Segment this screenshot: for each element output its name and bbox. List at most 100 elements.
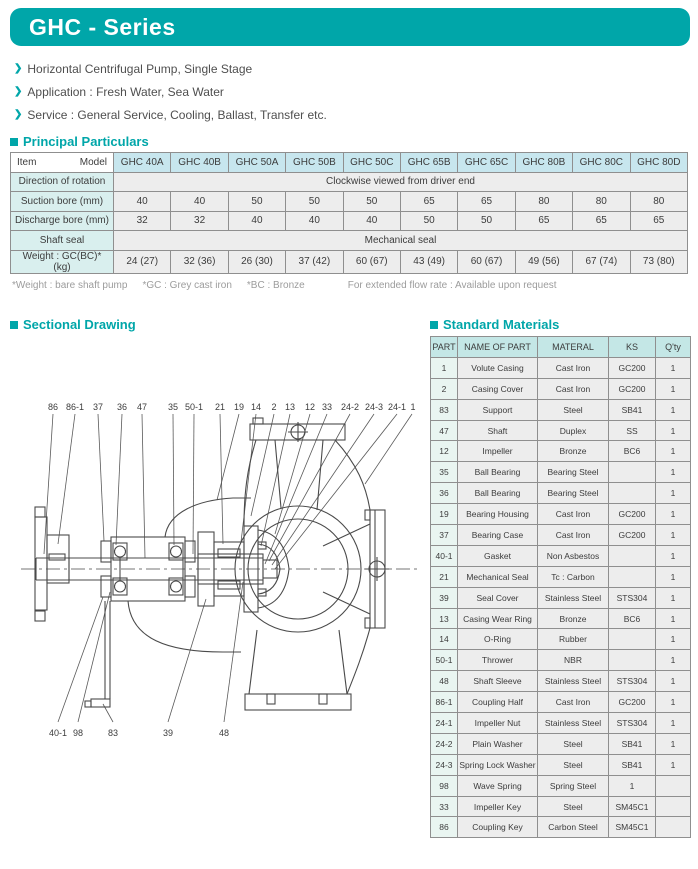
- part-label: 48: [219, 728, 229, 738]
- materials-cell: 1: [655, 503, 691, 526]
- part-number-cell: 24-3: [430, 753, 458, 776]
- part-number-cell: 86: [430, 816, 458, 839]
- value-cell: 40: [342, 210, 401, 231]
- materials-cell: Carbon Steel: [537, 816, 609, 839]
- part-label: 35: [168, 402, 178, 412]
- value-cell: 65: [572, 210, 631, 231]
- part-number-cell: 83: [430, 398, 458, 421]
- section-title: Principal Particulars: [23, 134, 149, 149]
- materials-cell: BC6: [608, 440, 656, 463]
- materials-cell: Shaft Sleeve: [457, 670, 538, 693]
- materials-cell: Cast Iron: [537, 377, 609, 400]
- materials-cell: Ball Bearing: [457, 461, 538, 484]
- part-number-cell: 13: [430, 607, 458, 630]
- materials-cell: SB41: [608, 753, 656, 776]
- materials-cell: 1: [655, 565, 691, 588]
- materials-cell: Coupling Half: [457, 691, 538, 714]
- materials-cell: GC200: [608, 503, 656, 526]
- model-header-cell: GHC 80B: [514, 152, 574, 173]
- section-heading-principal: Principal Particulars: [10, 134, 149, 149]
- value-cell: 37 (42): [285, 249, 344, 274]
- materials-cell: Casing Cover: [457, 377, 538, 400]
- materials-cell: Seal Cover: [457, 586, 538, 609]
- part-number-cell: 33: [430, 795, 458, 818]
- materials-column-header: MATERAL: [537, 336, 609, 358]
- value-cell: 26 (30): [227, 249, 287, 274]
- part-number-cell: 47: [430, 419, 458, 442]
- part-label: 86: [48, 402, 58, 412]
- materials-cell: Spring Lock Washer: [457, 753, 538, 776]
- materials-cell: Stainless Steel: [537, 670, 609, 693]
- materials-cell: BC6: [608, 607, 656, 630]
- value-cell: 50: [399, 210, 459, 231]
- materials-cell: Impeller Key: [457, 795, 538, 818]
- part-label: 39: [163, 728, 173, 738]
- model-header-cell: GHC 50A: [227, 152, 287, 173]
- row-label-cell: Shaft seal: [10, 230, 114, 251]
- sectional-drawing: 86 86-1 37 36 47 35 50-1 21 19 14 2 13 1…: [13, 394, 427, 771]
- chevron-right-icon: ❯: [14, 108, 23, 120]
- materials-cell: 1: [655, 356, 691, 379]
- value-cell: 40: [112, 191, 172, 212]
- part-label: 1: [410, 402, 415, 412]
- part-label: 36: [117, 402, 127, 412]
- part-label: 37: [93, 402, 103, 412]
- model-header-cell: GHC 65B: [399, 152, 459, 173]
- materials-cell: [608, 565, 656, 588]
- materials-cell: [608, 649, 656, 672]
- part-label: 98: [73, 728, 83, 738]
- value-cell: 50: [457, 210, 516, 231]
- value-cell: 80: [572, 191, 631, 212]
- materials-cell: [608, 628, 656, 651]
- materials-cell: Cast Iron: [537, 503, 609, 526]
- materials-cell: Ball Bearing: [457, 482, 538, 505]
- intro-bullets: ❯ Horizontal Centrifugal Pump, Single Sta…: [14, 57, 327, 126]
- materials-cell: 1: [655, 732, 691, 755]
- row-label-cell: Direction of rotation: [10, 171, 114, 192]
- value-cell: 80: [629, 191, 689, 212]
- corner-model-label: Model: [79, 156, 107, 168]
- value-cell: 40: [285, 210, 344, 231]
- materials-cell: 1: [655, 586, 691, 609]
- value-cell: 67 (74): [572, 249, 631, 274]
- materials-cell: Shaft: [457, 419, 538, 442]
- materials-cell: Cast Iron: [537, 691, 609, 714]
- part-label: 33: [322, 402, 332, 412]
- part-number-cell: 40-1: [430, 544, 458, 567]
- part-number-cell: 98: [430, 774, 458, 797]
- value-cell: 73 (80): [629, 249, 689, 274]
- footnote-text: *BC : Bronze: [246, 280, 305, 291]
- materials-column-header: Q'ty: [655, 336, 691, 358]
- value-cell: 60 (67): [342, 249, 401, 274]
- section-title: Sectional Drawing: [23, 317, 136, 332]
- section-heading-materials: Standard Materials: [430, 317, 559, 332]
- footnote-text: *Weight : bare shaft pump: [12, 280, 128, 291]
- materials-cell: Bearing Steel: [537, 461, 609, 484]
- model-header-cell: GHC 80C: [572, 152, 631, 173]
- part-number-cell: 19: [430, 503, 458, 526]
- part-number-cell: 39: [430, 586, 458, 609]
- materials-cell: Steel: [537, 398, 609, 421]
- part-label: 14: [251, 402, 261, 412]
- row-label-cell: Discharge bore (mm): [10, 210, 114, 231]
- part-number-cell: 86-1: [430, 691, 458, 714]
- row-label-cell: Suction bore (mm): [10, 191, 114, 212]
- intro-bullet-text: Horizontal Centrifugal Pump, Single Stag…: [27, 61, 253, 76]
- materials-cell: GC200: [608, 377, 656, 400]
- materials-cell: STS304: [608, 712, 656, 734]
- materials-cell: 1: [655, 607, 691, 630]
- part-label: 21: [215, 402, 225, 412]
- intro-bullet-text: Service : General Service, Cooling, Ball…: [27, 107, 327, 122]
- part-label: 24-3: [365, 402, 383, 412]
